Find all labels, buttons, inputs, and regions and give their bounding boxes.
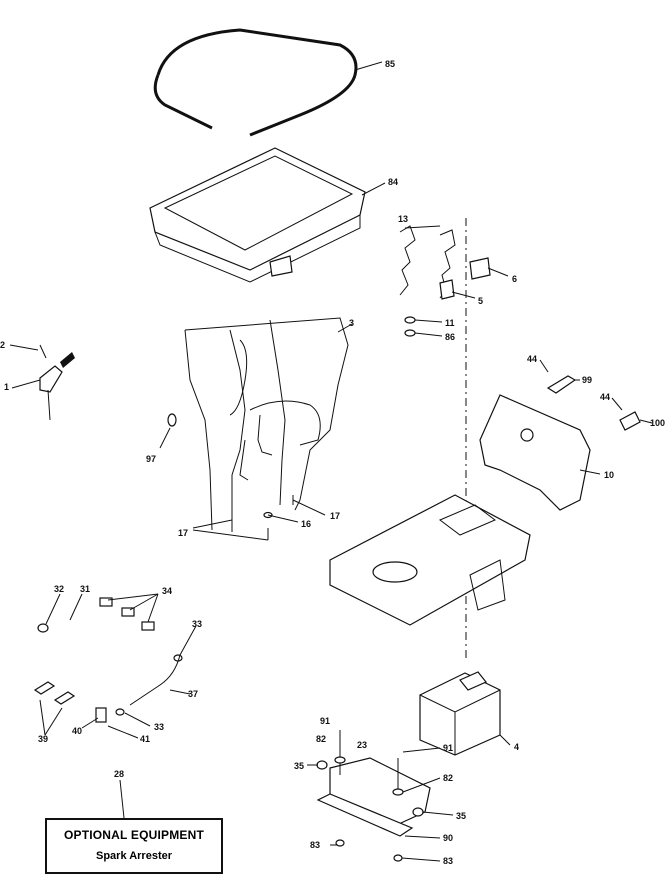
label-91-right: 91 bbox=[443, 743, 453, 753]
label-44-upper: 44 bbox=[527, 354, 537, 364]
label-28: 28 bbox=[114, 769, 124, 779]
label-17-right: 17 bbox=[330, 511, 340, 521]
part-84-tray bbox=[149, 147, 386, 283]
label-44-lower: 44 bbox=[600, 392, 610, 402]
parts-31-41 bbox=[33, 593, 197, 739]
label-100: 100 bbox=[650, 418, 665, 428]
label-86: 86 bbox=[445, 332, 455, 342]
part-4-muffler bbox=[419, 671, 511, 756]
label-39: 39 bbox=[38, 734, 48, 744]
label-84: 84 bbox=[388, 177, 398, 187]
part-28-leader bbox=[119, 779, 125, 819]
label-82-left: 82 bbox=[316, 734, 326, 744]
part-10-bracket bbox=[479, 394, 601, 511]
label-83-right: 83 bbox=[443, 856, 453, 866]
label-11: 11 bbox=[445, 318, 455, 328]
label-37: 37 bbox=[188, 689, 198, 699]
label-16: 16 bbox=[301, 519, 311, 529]
label-35-left: 35 bbox=[294, 761, 304, 771]
label-31: 31 bbox=[80, 584, 90, 594]
label-82-right: 82 bbox=[443, 773, 453, 783]
optional-equipment-subtitle: Spark Arrester bbox=[95, 850, 173, 862]
label-1: 1 bbox=[4, 382, 9, 392]
optional-equipment-title: OPTIONAL EQUIPMENT bbox=[63, 828, 205, 842]
part-3-frame bbox=[184, 317, 353, 531]
engine-plate bbox=[329, 494, 531, 626]
label-41: 41 bbox=[140, 734, 150, 744]
part-97-bolt bbox=[159, 413, 177, 449]
label-99: 99 bbox=[582, 375, 592, 385]
label-83-left: 83 bbox=[310, 840, 320, 850]
label-32: 32 bbox=[54, 584, 64, 594]
part-labels: 85 84 13 6 5 11 86 3 2 1 97 17 17 16 44 … bbox=[0, 59, 665, 866]
label-10: 10 bbox=[604, 470, 614, 480]
label-97: 97 bbox=[146, 454, 156, 464]
part-1-2-lever bbox=[9, 344, 75, 421]
label-33-upper: 33 bbox=[192, 619, 202, 629]
part-99-100-clips bbox=[539, 359, 653, 431]
label-13: 13 bbox=[398, 214, 408, 224]
label-4: 4 bbox=[514, 742, 519, 752]
label-23: 23 bbox=[357, 740, 367, 750]
label-6: 6 bbox=[512, 274, 517, 284]
label-3: 3 bbox=[349, 318, 354, 328]
label-40: 40 bbox=[72, 726, 82, 736]
label-5: 5 bbox=[478, 296, 483, 306]
label-17-left: 17 bbox=[178, 528, 188, 538]
label-34: 34 bbox=[162, 586, 172, 596]
label-91-left: 91 bbox=[320, 716, 330, 726]
label-2: 2 bbox=[0, 340, 5, 350]
part-13-hinge bbox=[399, 225, 509, 337]
part-17-16-fasteners bbox=[192, 495, 326, 541]
label-35-right: 35 bbox=[456, 811, 466, 821]
label-90: 90 bbox=[443, 833, 453, 843]
spark-arrester-assembly bbox=[307, 730, 454, 862]
optional-equipment-box: OPTIONAL EQUIPMENT Spark Arrester bbox=[45, 818, 223, 874]
label-33-lower: 33 bbox=[154, 722, 164, 732]
part-85-seal bbox=[153, 28, 383, 137]
label-85: 85 bbox=[385, 59, 395, 69]
